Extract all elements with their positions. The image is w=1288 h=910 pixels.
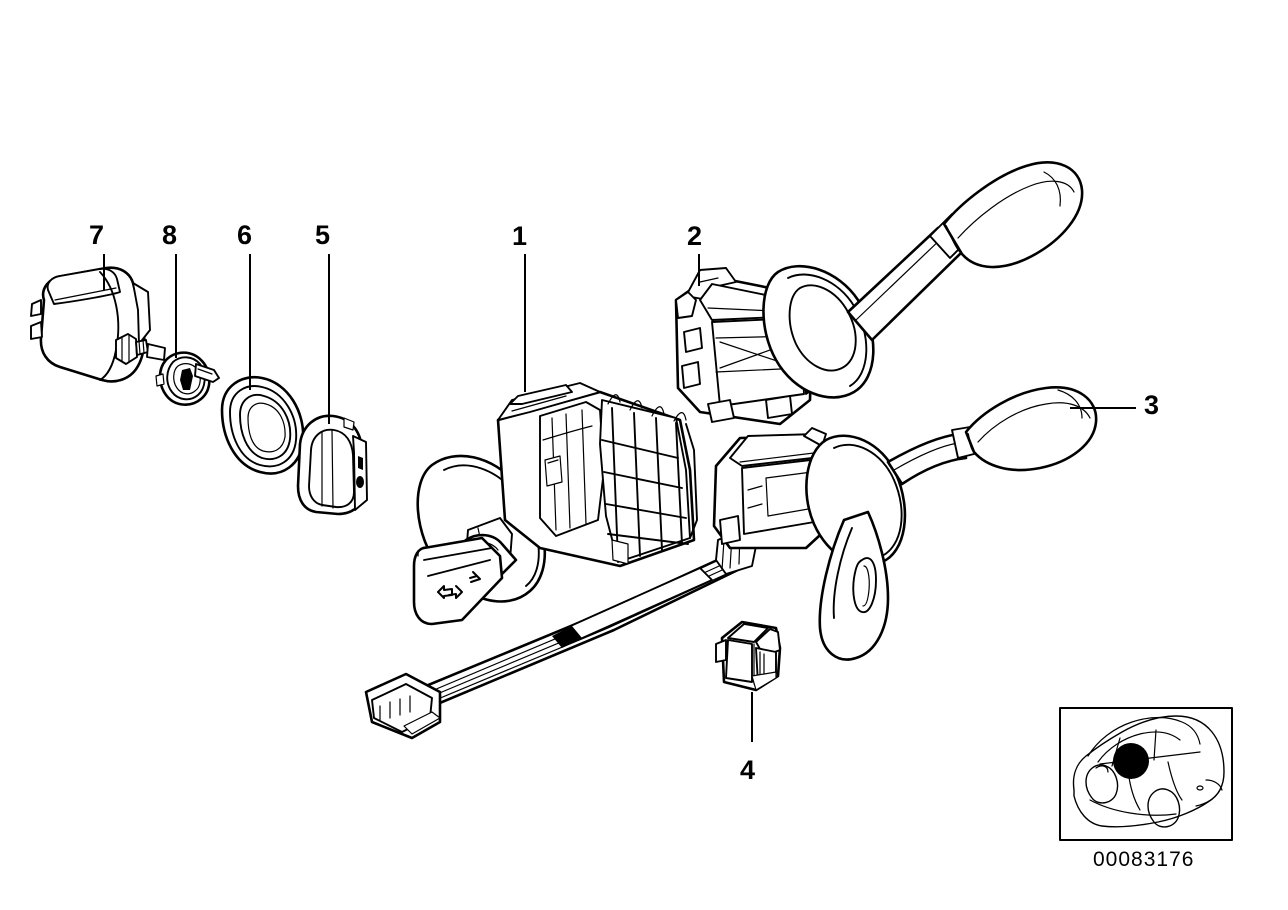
location-marker-dot (1113, 743, 1149, 779)
part-6-seal-ring (220, 375, 305, 475)
upper-stalk-lever (762, 161, 1084, 399)
part-3-wiper-switch (712, 386, 1098, 661)
connector-grid (599, 394, 691, 565)
diagram-id: 00083176 (1093, 848, 1195, 871)
part-1-switch-cluster (412, 382, 698, 626)
part-5-cover-cap (296, 414, 368, 516)
callout-1: 1 (512, 221, 528, 251)
callout-8: 8 (162, 220, 178, 250)
callout-4: 4 (740, 755, 756, 785)
ribbon-cable-harness (364, 527, 757, 740)
callout-6: 6 (237, 220, 253, 250)
part-8-retaining-clip (155, 351, 220, 406)
vehicle-thumbnail (1059, 707, 1233, 841)
callout-2: 2 (687, 221, 703, 251)
part-7-switch-body (30, 266, 166, 383)
turn-indicator-symbols (437, 571, 481, 599)
callout-7: 7 (89, 220, 105, 250)
leader-lines (103, 254, 1136, 742)
part-4-plug-connector (715, 620, 782, 692)
callout-5: 5 (315, 220, 331, 250)
callout-3: 3 (1144, 390, 1160, 420)
